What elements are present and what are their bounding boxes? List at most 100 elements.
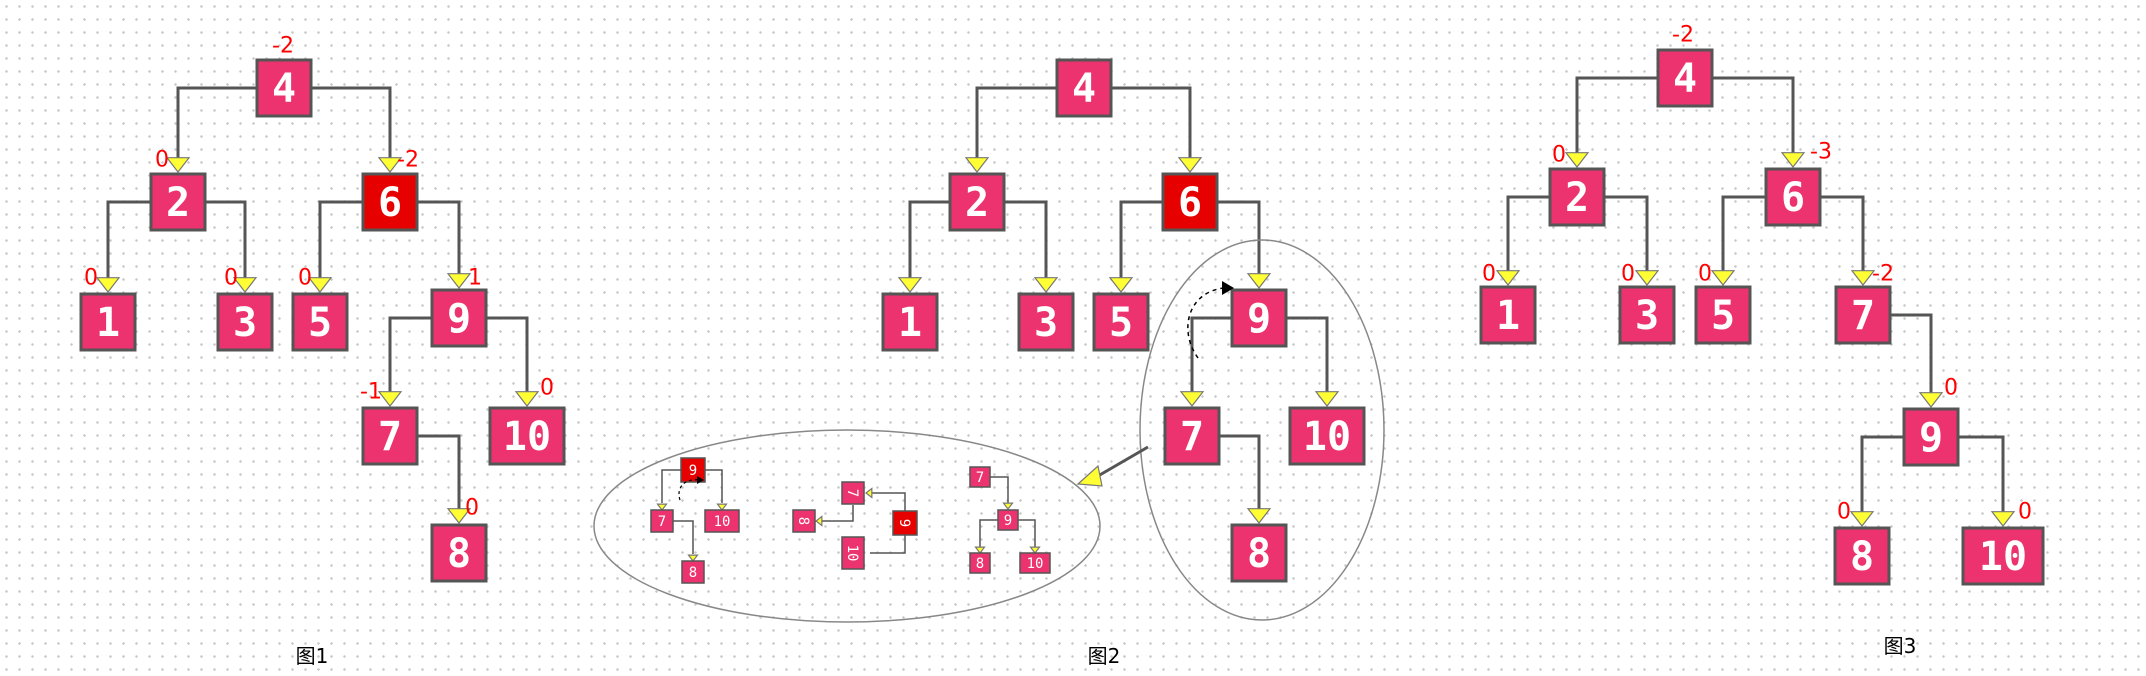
node-5: 5 bbox=[1694, 285, 1752, 345]
node-5-label: 5 bbox=[1711, 293, 1735, 339]
edge-9-10 bbox=[486, 316, 529, 392]
node-7-label: 7 bbox=[1851, 293, 1875, 339]
node-9-box bbox=[1902, 407, 1960, 467]
node-1: 1 bbox=[881, 292, 939, 352]
node-4: 4 bbox=[255, 58, 313, 118]
mini-node-2-7-box bbox=[841, 481, 865, 505]
mini-node-2-8-box bbox=[792, 509, 816, 533]
node-2: 2 bbox=[1548, 167, 1606, 227]
arrow-2-3 bbox=[1634, 270, 1660, 286]
mini-rotation-arrowhead bbox=[697, 476, 704, 484]
node-7-label: 7 bbox=[1180, 414, 1204, 460]
edge-6-5 bbox=[1721, 195, 1766, 271]
arrow-2-1 bbox=[1495, 270, 1521, 286]
mini-node-1-7-label: 7 bbox=[658, 514, 666, 530]
mini-node-3-7-label: 7 bbox=[976, 470, 984, 486]
node-2-box bbox=[149, 172, 207, 232]
mini-rotation-arrow bbox=[678, 479, 701, 501]
balance-2: 0 bbox=[155, 148, 169, 173]
node-5-box bbox=[1694, 285, 1752, 345]
node-3-box bbox=[1017, 292, 1075, 352]
mini-node-1-10: 10 bbox=[704, 509, 740, 533]
caption-figure-1: 图1 bbox=[296, 644, 329, 668]
arrow-4-6 bbox=[1780, 152, 1806, 168]
node-6-label: 6 bbox=[1781, 175, 1805, 221]
edge-4-2 bbox=[176, 86, 257, 158]
caption-figure-2: 图2 bbox=[1088, 644, 1121, 668]
edge-4-2 bbox=[975, 86, 1057, 158]
mini-node-3-7: 7 bbox=[969, 466, 991, 488]
balance-4: -2 bbox=[1672, 23, 1694, 48]
edge-2-3 bbox=[1004, 200, 1048, 278]
node-9: 9 bbox=[1230, 288, 1288, 348]
node-1-label: 1 bbox=[898, 300, 922, 346]
balance-8: 0 bbox=[465, 496, 479, 521]
arrow-9-7 bbox=[1179, 391, 1205, 407]
balance-9: 0 bbox=[1944, 376, 1958, 401]
mini-edge-3-9-10 bbox=[1018, 519, 1036, 547]
node-3-label: 3 bbox=[1034, 300, 1058, 346]
balance-5: 0 bbox=[298, 266, 312, 291]
node-8: 8 bbox=[1833, 526, 1891, 586]
node-2-box bbox=[1548, 167, 1606, 227]
arrow-9-10 bbox=[514, 391, 540, 407]
mini-node-2-7: 7 bbox=[841, 481, 865, 505]
node-3: 3 bbox=[216, 292, 274, 352]
node-4-box bbox=[1656, 48, 1714, 108]
edge-9-8 bbox=[1860, 435, 1904, 512]
subtree-highlight-ellipse bbox=[1139, 239, 1385, 621]
mini-node-1-7: 7 bbox=[650, 509, 674, 533]
arrow-2-3 bbox=[232, 277, 258, 293]
mini-edge-2-9-10 bbox=[870, 535, 906, 554]
balance-5: 0 bbox=[1698, 262, 1712, 287]
mini-edge-3-7-9 bbox=[990, 476, 1009, 503]
arrow-7-9 bbox=[1918, 392, 1944, 408]
mini-node-1-9: 9 bbox=[680, 457, 706, 483]
node-6-box bbox=[361, 172, 419, 232]
rotation-steps-ellipse bbox=[593, 429, 1101, 623]
pointer-arrowhead bbox=[1076, 464, 1103, 487]
arrow-2-1 bbox=[897, 277, 923, 293]
balance-3: 0 bbox=[1621, 262, 1635, 287]
edge-2-1 bbox=[908, 200, 950, 278]
mini-node-3-8: 8 bbox=[969, 552, 991, 574]
node-2: 2 bbox=[149, 172, 207, 232]
mini-node-3-10-label: 10 bbox=[1027, 556, 1044, 572]
edge-7-9 bbox=[1890, 313, 1933, 393]
node-7-box bbox=[1834, 285, 1892, 345]
edge-9-10 bbox=[1286, 316, 1329, 392]
arrow-9-10 bbox=[1314, 391, 1340, 407]
node-2-label: 2 bbox=[1565, 175, 1589, 221]
node-1: 1 bbox=[79, 292, 137, 352]
edge-9-10 bbox=[1958, 435, 2005, 512]
balance-8: 0 bbox=[1837, 500, 1851, 525]
balance-1: 0 bbox=[1482, 262, 1496, 287]
edge-7-8 bbox=[417, 434, 461, 509]
arrow-6-7 bbox=[1850, 270, 1876, 286]
arrow-4-6 bbox=[1177, 157, 1203, 173]
edge-4-6 bbox=[1712, 76, 1795, 153]
mini-node-1-10-box bbox=[704, 509, 740, 533]
node-3: 3 bbox=[1017, 292, 1075, 352]
mini-arrow-3-7-9 bbox=[1002, 502, 1014, 510]
node-3: 3 bbox=[1618, 285, 1676, 345]
node-7: 7 bbox=[1834, 285, 1892, 345]
node-10-box bbox=[1288, 406, 1366, 466]
arrow-2-1 bbox=[95, 277, 121, 293]
node-6-label: 6 bbox=[1178, 180, 1202, 226]
node-4: 4 bbox=[1055, 58, 1113, 118]
node-3-label: 3 bbox=[1635, 293, 1659, 339]
mini-node-2-10-box bbox=[841, 536, 865, 570]
mini-edge-1-7-8 bbox=[673, 520, 694, 554]
mini-node-3-7-box bbox=[969, 466, 991, 488]
node-6: 6 bbox=[361, 172, 419, 232]
node-1: 1 bbox=[1479, 285, 1537, 345]
node-6: 6 bbox=[1161, 172, 1219, 232]
node-7-box bbox=[361, 406, 419, 466]
edge-2-3 bbox=[1604, 195, 1649, 271]
node-2-label: 2 bbox=[166, 180, 190, 226]
node-1-box bbox=[1479, 285, 1537, 345]
